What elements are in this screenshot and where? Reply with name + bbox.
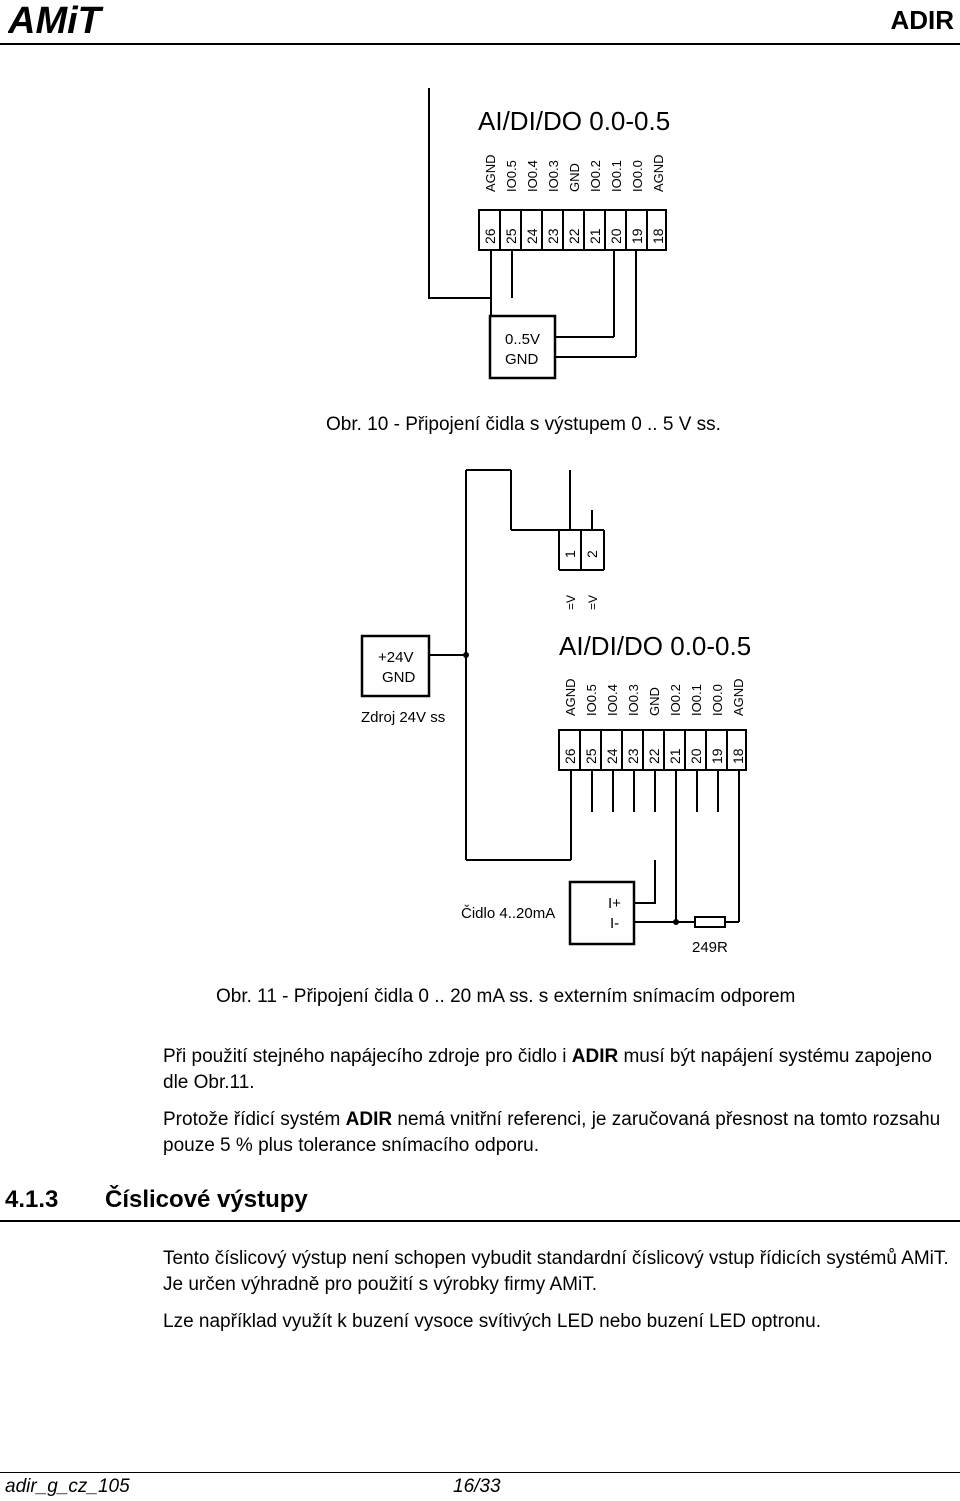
paragraph-digital-output: Tento číslicový výstup není schopen vybu… [163, 1248, 949, 1295]
fig10-pin: 19 [629, 228, 645, 244]
fig10-signal: IO0.3 [546, 160, 561, 192]
fig10-pin: 21 [587, 228, 603, 244]
fig10-module-title: AI/DI/DO 0.0-0.5 [478, 106, 670, 136]
product-name: ADIR [345, 1109, 393, 1130]
logo-text: AMiT [8, 0, 104, 40]
fig11-signal: IO0.3 [626, 684, 641, 716]
fig10-pin: 26 [482, 228, 498, 244]
fig11-pin: 26 [562, 748, 578, 764]
fig11-signal: AGND [731, 678, 746, 716]
section-heading: 4.1.3 Číslicové výstupy [5, 1186, 308, 1214]
fig11-pin: 21 [667, 748, 683, 764]
fig11-sensor-pin: I- [610, 915, 619, 932]
fig11-sensor-label: Čidlo 4..20mA [461, 905, 555, 922]
fig11-top-pin: 2 [584, 550, 600, 558]
product-name: ADIR [571, 1046, 619, 1067]
fig10-sensor-line: GND [505, 351, 539, 368]
fig11-signal: IO0.1 [689, 684, 704, 716]
fig11-pin: 18 [730, 748, 746, 764]
fig11-pin: 19 [709, 748, 725, 764]
paragraph-led-usage: Lze například využít k buzení vysoce sví… [163, 1311, 821, 1332]
fig10-caption: Obr. 10 - Připojení čidla s výstupem 0 .… [326, 414, 721, 435]
fig10-pin: 22 [566, 228, 582, 244]
fig11-pin: 24 [604, 748, 620, 764]
fig10-signal: IO0.1 [609, 160, 624, 192]
document-code: ADIR [890, 5, 954, 35]
section-number: 4.1.3 [5, 1186, 59, 1213]
footer-document-id: adir_g_cz_105 [5, 1476, 130, 1497]
fig11-top-pin: 1 [562, 550, 578, 558]
amit-logo: AMiT [7, 0, 138, 45]
fig11-signal: IO0.2 [668, 684, 683, 716]
fig11-resistor-label: 249R [692, 939, 728, 956]
fig11-pin: 23 [625, 748, 641, 764]
fig11-top-signal: =V [586, 595, 600, 610]
fig11-pin: 22 [646, 748, 662, 764]
fig11-signal: IO0.0 [710, 684, 725, 716]
fig10-pin: 24 [524, 228, 540, 244]
fig11-caption: Obr. 11 - Připojení čidla 0 .. 20 mA ss.… [216, 986, 796, 1007]
fig10-signal: GND [567, 163, 582, 192]
fig10-pin: 18 [650, 228, 666, 244]
wiring-diagrams: AI/DI/DO 0.0-0.5 AGND IO0.5 IO0.4 IO0.3 … [360, 88, 751, 956]
fig10-pin: 23 [545, 228, 561, 244]
fig11-sensor-pin: I+ [608, 895, 621, 912]
fig10-pin-numbers: 26 25 24 23 22 21 20 19 18 [482, 228, 666, 244]
header-divider [0, 43, 960, 45]
fig11-signal: GND [647, 687, 662, 716]
fig11-signal: IO0.4 [605, 684, 620, 716]
fig10-pin: 20 [608, 228, 624, 244]
fig11-supply-label: Zdroj 24V ss [361, 709, 445, 726]
fig10-signal: IO0.0 [630, 160, 645, 192]
fig10-signal-labels: AGND IO0.5 IO0.4 IO0.3 GND IO0.2 IO0.1 I… [483, 154, 666, 192]
fig10-signal: IO0.5 [504, 160, 519, 192]
fig11-top-signal: =V [564, 595, 578, 610]
fig11-pin: 25 [583, 748, 599, 764]
paragraph-supply: Při použití stejného napájecího zdroje p… [163, 1046, 932, 1093]
fig11-signal-labels: AGND IO0.5 IO0.4 IO0.3 GND IO0.2 IO0.1 I… [563, 678, 746, 716]
paragraph-accuracy: Protože řídicí systém ADIR nemá vnitřní … [163, 1109, 941, 1156]
footer-divider [0, 1472, 960, 1473]
fig10-signal: AGND [483, 154, 498, 192]
fig10-signal: IO0.4 [525, 160, 540, 192]
fig11-pin-numbers: 26 25 24 23 22 21 20 19 18 [562, 748, 746, 764]
fig10-signal: AGND [651, 154, 666, 192]
section-title: Číslicové výstupy [105, 1186, 308, 1213]
section-divider [0, 1220, 960, 1222]
fig10-pin: 25 [503, 228, 519, 244]
fig11-top-pins: 1 2 [562, 550, 600, 558]
fig11-module-title: AI/DI/DO 0.0-0.5 [559, 631, 751, 661]
fig11-top-signals: =V =V [564, 595, 600, 610]
fig11-pin: 20 [688, 748, 704, 764]
fig11-signal: AGND [563, 678, 578, 716]
fig11-supply-line: +24V [378, 649, 413, 666]
fig10-sensor-line: 0..5V [505, 331, 540, 348]
fig11-signal: IO0.5 [584, 684, 599, 716]
footer-page-number: 16/33 [453, 1476, 501, 1497]
fig11-supply-line: GND [382, 669, 416, 686]
fig10-signal: IO0.2 [588, 160, 603, 192]
